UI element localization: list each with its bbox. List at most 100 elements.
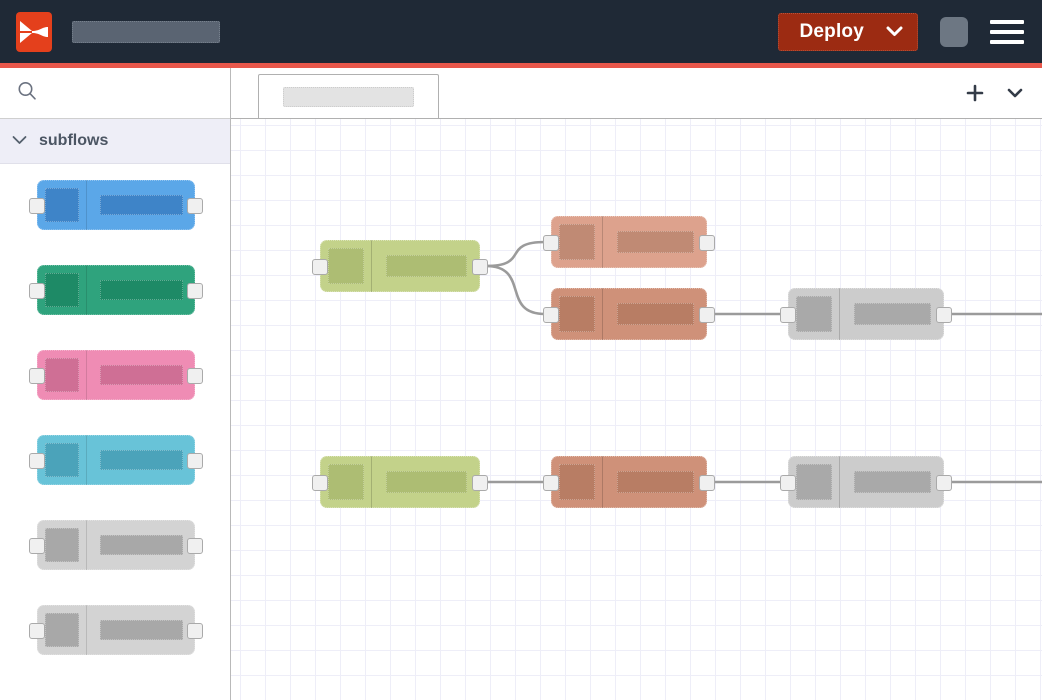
node-output-port[interactable] [187,198,203,214]
flow-tab-1[interactable] [258,74,439,118]
wire-green1-to-salmon2[interactable] [485,264,546,316]
node-output-port[interactable] [187,283,203,299]
node-output-port[interactable] [187,368,203,384]
node-input-port[interactable] [312,475,328,491]
palette-node-6[interactable] [29,605,203,655]
node-label [617,471,694,493]
node-output-port[interactable] [699,475,715,491]
node-label [100,280,183,300]
palette-node-1[interactable] [29,180,203,230]
node-icon [559,296,595,332]
node-divider [86,605,87,655]
node-icon [796,464,832,500]
node-input-port[interactable] [543,475,559,491]
node-icon [796,296,832,332]
node-label [100,195,183,215]
palette-node-4[interactable] [29,435,203,485]
node-label [100,365,183,385]
node-divider [86,350,87,400]
node-output-port[interactable] [936,475,952,491]
node-output-port[interactable] [472,475,488,491]
node-input-port[interactable] [29,623,45,639]
node-output-port[interactable] [187,623,203,639]
flow-node-grey-1[interactable] [780,288,952,340]
flow-wires-layer [485,240,1042,484]
node-input-port[interactable] [543,235,559,251]
hamburger-bar [990,29,1024,34]
node-label [854,303,931,325]
palette-category-label: subflows [39,132,109,149]
node-icon [45,188,79,222]
node-divider [839,456,840,508]
node-divider [86,435,87,485]
node-label [386,471,467,493]
flow-node-grey-2[interactable] [780,456,952,508]
node-output-port[interactable] [187,538,203,554]
flow-node-green-2[interactable] [312,456,488,508]
user-avatar[interactable] [940,16,968,47]
node-output-port[interactable] [187,453,203,469]
node-divider [86,180,87,230]
chevron-down-icon[interactable] [886,26,903,37]
flow-canvas[interactable] [231,119,1042,700]
chevron-down-icon[interactable] [12,132,27,150]
flow-node-salmon-3[interactable] [543,456,715,508]
node-label [617,231,694,253]
palette-node-2[interactable] [29,265,203,315]
flow-node-salmon-2[interactable] [543,288,715,340]
header-accent-line [0,63,1042,68]
editor-main [231,68,1042,700]
node-icon [45,528,79,562]
node-input-port[interactable] [780,307,796,323]
palette-search-input[interactable] [48,85,198,101]
node-input-port[interactable] [780,475,796,491]
wire-green1-to-salmon1[interactable] [485,240,546,268]
flow-node-salmon-1[interactable] [543,216,715,268]
deploy-button[interactable]: Deploy [778,12,918,51]
node-input-port[interactable] [29,453,45,469]
palette-category-subflows[interactable]: subflows [0,119,230,164]
hamburger-menu-icon[interactable] [990,17,1024,47]
chevron-down-icon[interactable] [1002,80,1028,106]
node-input-port[interactable] [543,307,559,323]
node-input-port[interactable] [312,259,328,275]
palette-sidebar: subflows [0,68,231,700]
search-icon[interactable] [16,80,38,107]
workspace-title-field[interactable] [72,20,220,43]
node-input-port[interactable] [29,368,45,384]
node-label [854,471,931,493]
node-divider [86,265,87,315]
palette-node-list [0,164,230,655]
flow-tab-label [283,86,414,107]
palette-node-3[interactable] [29,350,203,400]
hamburger-bar [990,39,1024,44]
node-icon [559,224,595,260]
node-input-port[interactable] [29,198,45,214]
node-label [617,303,694,325]
node-output-port[interactable] [472,259,488,275]
node-input-port[interactable] [29,283,45,299]
plus-icon[interactable] [962,80,988,106]
node-input-port[interactable] [29,538,45,554]
node-output-port[interactable] [699,307,715,323]
node-label [386,255,467,277]
flow-tab-bar [231,68,1042,119]
node-icon [45,613,79,647]
palette-node-5[interactable] [29,520,203,570]
node-output-port[interactable] [699,235,715,251]
node-icon [328,248,364,284]
node-icon [559,464,595,500]
flow-node-green-1[interactable] [312,240,488,292]
node-label [100,450,183,470]
node-label [100,535,183,555]
node-output-port[interactable] [936,307,952,323]
app-header: Deploy [0,0,1042,63]
node-icon [45,443,79,477]
node-red-logo-icon[interactable] [16,11,52,52]
node-icon [328,464,364,500]
deploy-button-label: Deploy [799,20,864,42]
tab-bar-actions [962,80,1028,106]
node-divider [602,456,603,508]
palette-search-row[interactable] [0,68,230,119]
